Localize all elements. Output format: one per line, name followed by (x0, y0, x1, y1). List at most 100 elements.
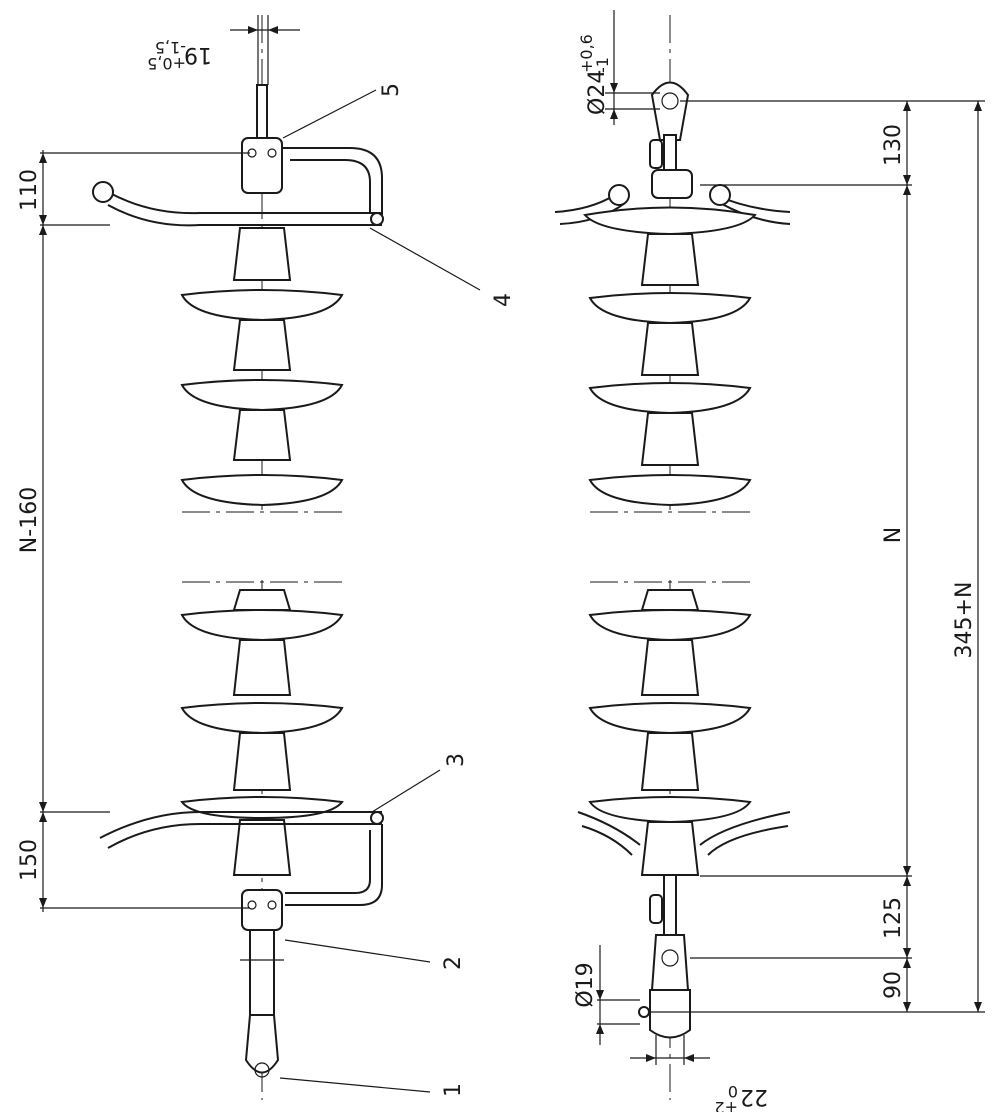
right-top-eye-hole (661, 92, 679, 110)
left-dimensions (39, 150, 250, 912)
left-cap-7 (232, 819, 292, 876)
part-label-1: 1 (441, 1083, 466, 1097)
right-cap-2 (640, 322, 700, 376)
left-eye-hole (254, 1062, 270, 1078)
part-label-3: 3 (444, 753, 469, 767)
right-bottom-horn-right-inner (707, 825, 789, 856)
left-shed-5 (180, 702, 344, 735)
left-top-ring-upper (107, 191, 382, 215)
leader-2 (284, 939, 431, 963)
left-shed-4 (180, 609, 344, 642)
right-dimensions (680, 100, 985, 1013)
right-top-side (649, 139, 663, 169)
dim-19: 19 (184, 42, 212, 67)
left-shed-6 (180, 796, 344, 820)
dim-n: N (881, 527, 906, 543)
dim-22-tol-upper: +2 (714, 1098, 738, 1112)
left-shed-2 (180, 379, 344, 412)
left-clevis-link (249, 929, 275, 1016)
dim-22: 22 (740, 1084, 768, 1109)
dim-phi24-tol-upper: +0,6 (577, 34, 596, 73)
dim-22-tol-lower: 0 (728, 1082, 738, 1101)
left-cap-6 (232, 732, 292, 791)
leader-1 (279, 1077, 431, 1093)
left-sheds (180, 227, 344, 876)
right-shed-6 (588, 796, 752, 824)
right-shed-3 (588, 474, 752, 507)
right-shed-5 (588, 702, 752, 735)
right-top-plate (583, 206, 757, 236)
dim-110: 110 (17, 169, 42, 211)
left-view: 110 N-160 150 19 +0,5 -1,5 5 4 3 2 1 (17, 15, 516, 1100)
right-top-horn-right-inner (719, 202, 791, 225)
dim-90: 90 (881, 971, 906, 999)
right-cap-3 (640, 412, 700, 466)
left-bottom-ring-lower (107, 823, 382, 849)
right-top-clamp (651, 169, 693, 199)
right-top-eye (650, 81, 690, 141)
left-cap-3 (232, 409, 292, 461)
left-cap-1 (232, 227, 292, 281)
left-cap-4 (232, 589, 292, 611)
left-shed-1 (180, 289, 344, 322)
right-bottom-link (663, 874, 677, 936)
dim-150: 150 (17, 839, 42, 881)
dim-phi24: Ø24 (585, 70, 610, 115)
dim-19-tol-lower: -1,5 (155, 38, 186, 57)
left-cap-2 (232, 319, 292, 371)
dim-130: 130 (881, 124, 906, 166)
left-bottom-bolt-b (267, 900, 277, 910)
right-view: 130 N 125 90 345+N Ø24 +0,6 -1 Ø19 22 +2 (554, 10, 985, 1112)
right-sheds (588, 233, 752, 876)
right-bottom-side (649, 894, 663, 924)
right-bottom-clevis (649, 989, 691, 1039)
right-bottom-socket-hole (661, 949, 679, 967)
right-bottom-horn-right (699, 811, 791, 846)
left-cap-5 (232, 639, 292, 696)
right-bottom-horn-left-inner (581, 825, 633, 856)
right-bottom-pin-head (638, 1006, 650, 1018)
left-top-rod (256, 84, 268, 141)
left-eye (244, 1014, 280, 1074)
dim-345-n: 345+N (952, 582, 977, 659)
dim-phi24-tol-lower: -1 (593, 57, 612, 73)
right-top-horn-left (554, 194, 616, 213)
dim-125: 125 (881, 897, 906, 939)
left-top-horn-bracket (282, 147, 383, 215)
left-shed-3 (180, 474, 344, 507)
right-top-horn-ball-right (709, 184, 731, 206)
left-top-ring-end (370, 212, 384, 226)
right-cap-1 (640, 233, 700, 286)
part-label-5: 5 (379, 83, 404, 97)
right-cap-7 (640, 821, 700, 876)
dim-phi19: Ø19 (573, 962, 598, 1007)
right-shed-4 (588, 609, 752, 642)
part-label-2: 2 (441, 956, 466, 970)
right-cap-6 (640, 732, 700, 791)
right-cap-5 (640, 639, 700, 696)
leader-4 (369, 227, 481, 291)
right-shed-2 (588, 382, 752, 415)
right-cap-4 (640, 589, 700, 611)
left-top-bolt-b (267, 148, 277, 158)
right-shed-1 (588, 292, 752, 325)
left-top-ring-ball (92, 181, 114, 203)
left-bottom-ring-upper (99, 811, 382, 839)
part-label-4: 4 (491, 293, 516, 307)
dim-19-tol-upper: +0,5 (147, 54, 186, 73)
leader-3 (371, 769, 441, 813)
right-top-horn-ball-left (608, 184, 630, 206)
left-top-horn-bracket-inner (290, 159, 371, 212)
leader-5 (282, 89, 377, 139)
right-bottom-horn-left (577, 811, 641, 846)
dim-n-160: N-160 (17, 487, 42, 553)
left-top-ring-lower (107, 204, 382, 227)
left-bottom-bolt-a (247, 900, 257, 910)
left-top-clamp (241, 137, 283, 194)
left-bottom-horn-bracket (285, 824, 383, 906)
right-bottom-socket (650, 934, 690, 991)
left-bottom-clamp (241, 889, 283, 931)
left-bottom-ring-end (370, 811, 384, 825)
left-bottom-horn-bracket-inner (285, 830, 371, 894)
